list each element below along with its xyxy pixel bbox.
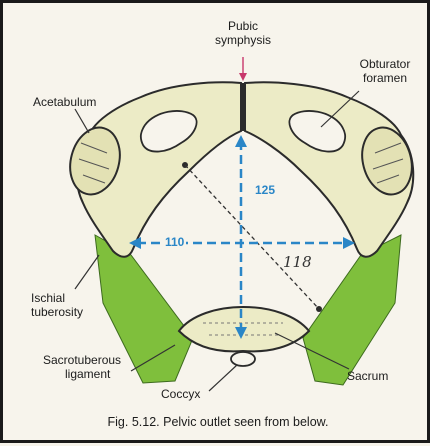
pointer-coccyx <box>209 365 237 391</box>
pointer-acetabulum <box>75 109 89 133</box>
label-obturator-foramen: Obturator foramen <box>345 57 425 85</box>
label-acetabulum: Acetabulum <box>33 95 96 109</box>
oblique-diameter-line <box>185 165 319 309</box>
figure-caption: Fig. 5.12. Pelvic outlet seen from below… <box>3 415 430 429</box>
measure-oblique-handwritten: 118 <box>283 253 312 271</box>
label-sacrum: Sacrum <box>347 369 388 383</box>
label-sacrotuberous-ligament: Sacrotuberous ligament <box>43 353 121 381</box>
measure-transverse: 110 <box>163 235 186 249</box>
coccyx-bone <box>231 352 255 366</box>
label-pubic-symphysis: Pubic symphysis <box>208 19 278 47</box>
pointer-ischial <box>75 255 99 289</box>
measure-anteroposterior: 125 <box>253 183 277 197</box>
label-ischial-tuberosity: Ischial tuberosity <box>31 291 83 319</box>
label-coccyx: Coccyx <box>161 387 200 401</box>
